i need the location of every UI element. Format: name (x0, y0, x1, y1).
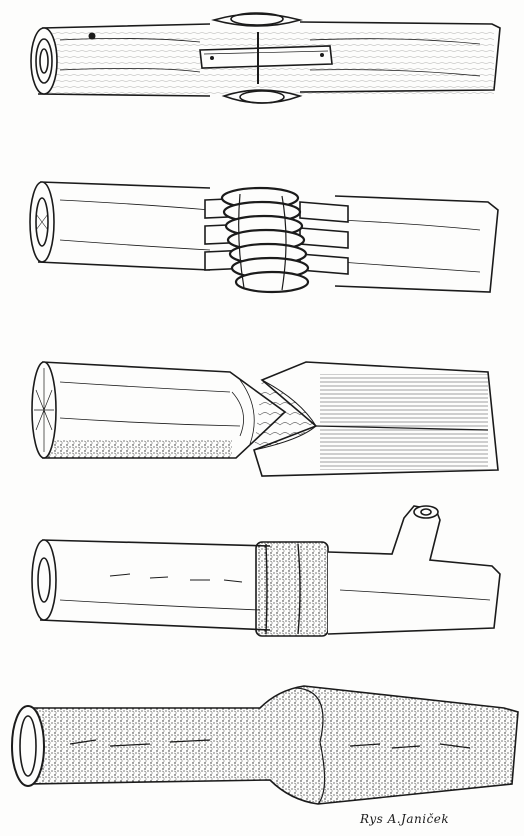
joint-5-end-opening (12, 706, 44, 786)
joint-3-tapered-log (42, 362, 285, 458)
knot-mark (89, 33, 96, 40)
joint-2-end-grain (30, 182, 54, 262)
joint-2-rope-lashing (30, 182, 498, 292)
joint-1-top-plate (214, 13, 300, 26)
joint-5-log-body (24, 686, 518, 804)
joint-4-right-log (328, 506, 500, 634)
joint-4-collar (256, 542, 328, 636)
joint-1-end-grain (31, 28, 57, 94)
joint-4-collar-joint (32, 506, 500, 636)
joint-3-scarf-joint (32, 362, 498, 476)
joint-4-left-log (40, 540, 270, 630)
joint-5-sleeve-joint (12, 686, 518, 804)
joint-3-socket-log (254, 362, 498, 476)
joint-1-key (200, 46, 332, 68)
joint-1-pegged-splice (31, 13, 500, 103)
joint-4-end-grain (32, 540, 56, 620)
joint-2-rope (222, 188, 308, 292)
artist-signature: Rys A.Janiček (360, 812, 520, 826)
joint-3-end-grain (32, 362, 56, 458)
